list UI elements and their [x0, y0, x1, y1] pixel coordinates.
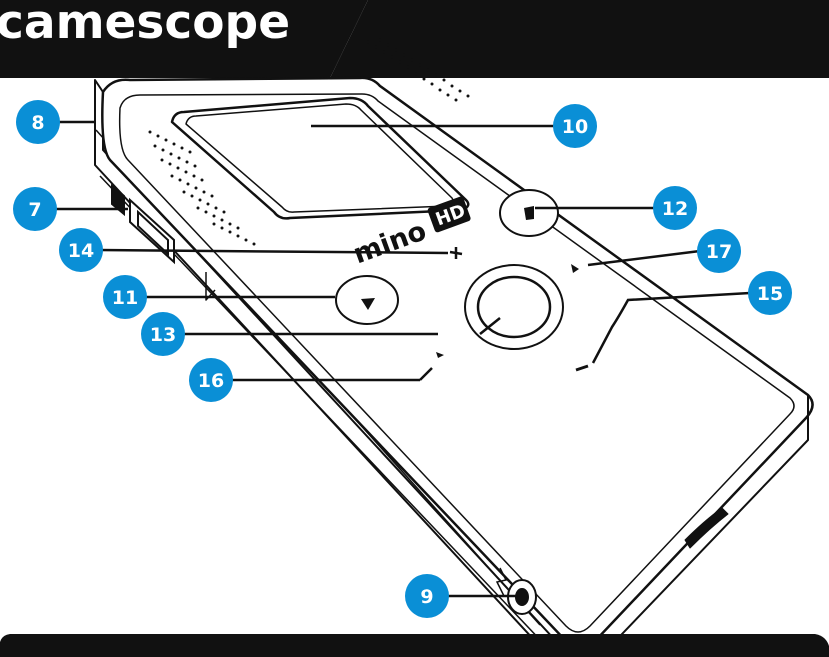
callout-15-label: 15 [757, 283, 783, 305]
left-arrow-icon [436, 352, 444, 358]
callout-8: 8 [16, 100, 60, 144]
title-banner: camescope [0, 0, 829, 78]
zoom-minus-icon [575, 364, 589, 372]
callout-16-label: 16 [198, 370, 224, 392]
speaker-grille-left [148, 130, 256, 246]
callout-15: 15 [748, 271, 792, 315]
lcd-screen [170, 96, 470, 220]
play-button[interactable] [335, 275, 399, 325]
callout-16: 16 [189, 358, 233, 402]
right-arrow-icon [571, 264, 579, 273]
callout-7: 7 [13, 187, 57, 231]
callout-9: 9 [405, 574, 449, 618]
speaker-grille-right [366, 38, 470, 102]
callout-lines [55, 120, 751, 598]
power-switch[interactable] [111, 183, 175, 265]
callout-11-label: 11 [112, 287, 138, 309]
callout-10-label: 10 [562, 116, 588, 138]
callout-8-label: 8 [31, 112, 44, 134]
callout-9-label: 9 [420, 586, 433, 608]
callout-11: 11 [103, 275, 147, 319]
bottom-banner [0, 634, 829, 657]
record-button[interactable] [464, 264, 564, 350]
menu-button[interactable] [499, 189, 559, 237]
callout-14-label: 14 [68, 240, 94, 262]
callout-12: 12 [653, 186, 697, 230]
callout-17: 17 [697, 229, 741, 273]
callout-17-label: 17 [706, 241, 732, 263]
callout-10: 10 [553, 104, 597, 148]
callout-13-label: 13 [150, 324, 176, 346]
zoom-plus-icon [449, 247, 463, 259]
callout-12-label: 12 [662, 198, 688, 220]
callout-7-label: 7 [28, 199, 41, 221]
page-title: camescope [0, 0, 290, 50]
callout-13: 13 [141, 312, 185, 356]
callout-14: 14 [59, 228, 103, 272]
